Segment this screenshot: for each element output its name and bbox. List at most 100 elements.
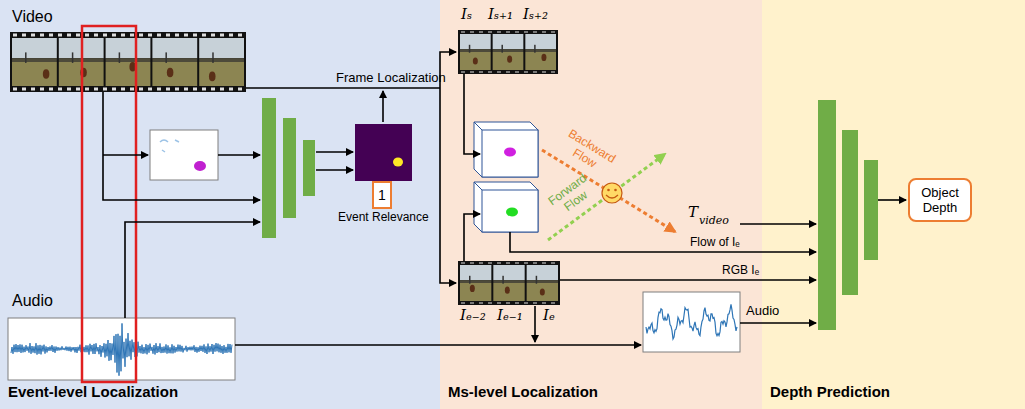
arrow-line — [316, 151, 353, 153]
sprocket-hole — [58, 34, 62, 37]
sprocket-hole — [220, 34, 224, 37]
arrow-line — [740, 322, 816, 324]
flow-volume — [474, 122, 538, 177]
sprocket-hole — [157, 88, 161, 91]
frame-sky — [525, 34, 556, 49]
frame-person — [502, 276, 504, 284]
frame-grass — [493, 283, 524, 301]
sprocket-hole — [85, 34, 89, 37]
sprocket-hole — [148, 34, 152, 37]
frame-grass — [199, 62, 244, 86]
arrow-line — [878, 199, 906, 201]
output-label: Event Relevance — [338, 210, 429, 224]
frame-trees — [199, 58, 244, 62]
sprocket-hole — [524, 303, 528, 304]
input-label: Audio — [12, 292, 53, 309]
frame-trees — [460, 49, 491, 52]
sprocket-hole — [461, 303, 465, 304]
box-text: 1 — [378, 187, 386, 203]
sprocket-hole — [13, 34, 17, 37]
sprocket-hole — [533, 32, 537, 33]
sprocket-hole — [488, 263, 492, 264]
sprocket-hole — [524, 32, 528, 33]
sprocket-hole — [238, 88, 242, 91]
sprocket-hole — [166, 88, 170, 91]
sprocket-hole — [461, 32, 465, 33]
arrow-line — [235, 344, 641, 346]
ball — [470, 285, 475, 292]
stage-panel: Depth PredictionObject Depth — [762, 0, 1025, 409]
arrow-line — [246, 87, 440, 89]
feature-label-holder: Audio — [746, 303, 779, 318]
sprocket-hole — [49, 88, 53, 91]
frame-trees — [493, 49, 524, 52]
ball — [541, 54, 546, 61]
motion-map — [150, 130, 218, 180]
frame-grass — [106, 62, 151, 86]
frame-label: Iₑ₋₂ — [460, 306, 486, 324]
sprocket-hole — [238, 34, 242, 37]
frame-grass — [460, 283, 491, 301]
frame-person — [536, 276, 538, 284]
feature-label: T — [688, 203, 698, 221]
frame-sky — [12, 38, 57, 58]
audio-box — [643, 292, 740, 352]
feature-label-holder: Flow of Iₑ — [690, 235, 740, 249]
sprocket-hole — [470, 303, 474, 304]
motion-dot — [194, 161, 206, 171]
sprocket-hole — [229, 34, 233, 37]
smiley — [602, 183, 622, 203]
sprocket-hole — [533, 303, 537, 304]
input-label-holder: Audio — [12, 292, 53, 310]
frame-label: Iₛ₊₁ — [488, 5, 513, 23]
network-layer — [818, 100, 836, 330]
sprocket-hole — [85, 88, 89, 91]
sprocket-hole — [497, 32, 501, 33]
sprocket-hole — [479, 303, 483, 304]
frame-grass — [460, 52, 491, 70]
output-box: Object Depth — [908, 178, 972, 222]
sprocket-hole — [488, 72, 492, 73]
frame-person — [469, 276, 471, 284]
feature-label-holder: video — [699, 214, 729, 227]
frame-trees — [106, 58, 151, 62]
sprocket-hole — [103, 34, 107, 37]
ball — [43, 69, 50, 79]
panel-ground — [0, 0, 440, 409]
sprocket-hole — [506, 263, 510, 264]
feature-label-holder: T — [688, 203, 698, 221]
frame-person — [212, 52, 214, 63]
arrow-line — [440, 88, 456, 283]
sprocket-hole — [148, 88, 152, 91]
sprocket-hole — [524, 72, 528, 73]
frame-label: Iₑ — [543, 306, 555, 324]
sprocket-hole — [479, 32, 483, 33]
input-label-holder: Video — [12, 8, 53, 26]
frame-label: Iₑ₋₁ — [497, 306, 523, 324]
sprocket-hole — [184, 88, 188, 91]
ball — [505, 287, 510, 294]
film-strip — [458, 30, 558, 74]
sprocket-hole — [211, 88, 215, 91]
network-layer — [842, 130, 858, 295]
frame-label-holder: Iₛ₊₂ — [523, 5, 548, 23]
sprocket-hole — [184, 34, 188, 37]
relevance-score: 1 — [372, 181, 392, 209]
sprocket-hole — [157, 34, 161, 37]
frame-sky — [460, 34, 491, 49]
frame-label: Iₛ — [461, 5, 472, 23]
frame-trees — [152, 58, 197, 62]
flow-volume-face — [482, 130, 538, 177]
arrow-line — [125, 222, 260, 318]
sprocket-hole — [515, 72, 519, 73]
relevance-dot — [393, 158, 403, 167]
audio-waveform — [646, 304, 737, 339]
feature-label: Audio — [746, 303, 779, 318]
stage-panel: Event-level Localization1 — [0, 0, 440, 409]
sprocket-hole — [506, 72, 510, 73]
sprocket-hole — [461, 72, 465, 73]
frame-person — [165, 52, 167, 63]
frame-sky — [527, 265, 558, 280]
arrow-line — [103, 154, 148, 156]
